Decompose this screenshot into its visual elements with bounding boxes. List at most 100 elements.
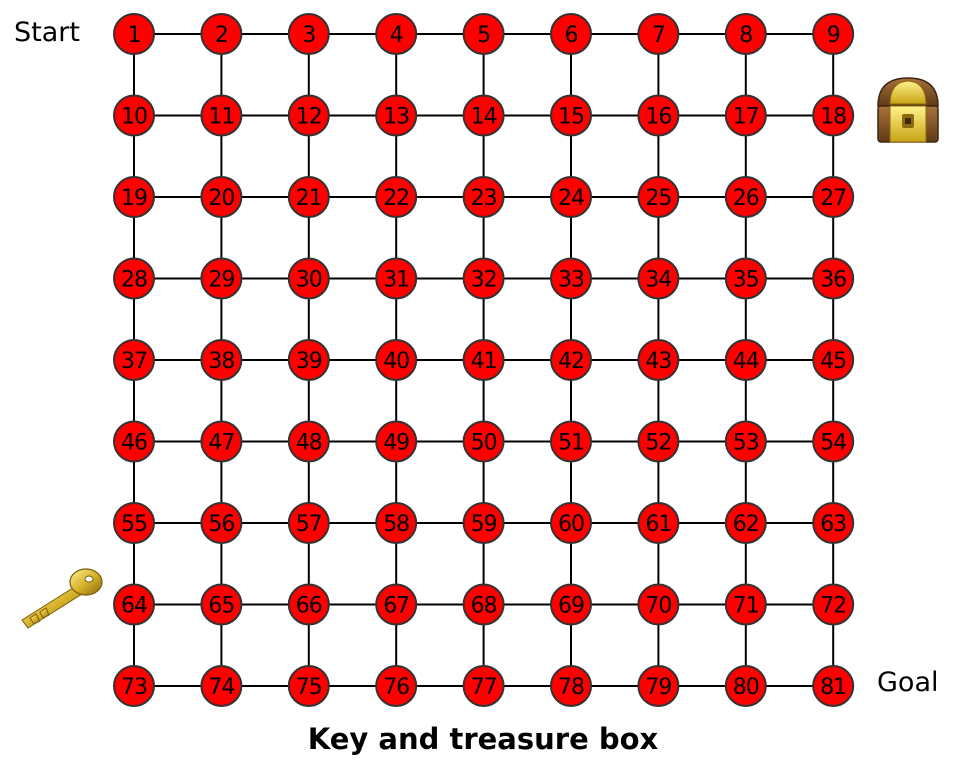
node-52[interactable]: 52 bbox=[637, 420, 680, 463]
node-12[interactable]: 12 bbox=[287, 94, 330, 137]
node-17[interactable]: 17 bbox=[724, 94, 767, 137]
node-47[interactable]: 47 bbox=[200, 420, 243, 463]
node-78[interactable]: 78 bbox=[550, 665, 592, 707]
node-13[interactable]: 13 bbox=[375, 94, 418, 137]
node-41[interactable]: 41 bbox=[462, 339, 505, 381]
node-56[interactable]: 56 bbox=[200, 502, 243, 544]
node-61[interactable]: 61 bbox=[637, 502, 680, 544]
node-34[interactable]: 34 bbox=[637, 257, 680, 300]
node-32[interactable]: 32 bbox=[462, 257, 505, 300]
node-number: 10 bbox=[121, 105, 147, 130]
node-44[interactable]: 44 bbox=[724, 339, 767, 381]
node-2[interactable]: 2 bbox=[200, 13, 243, 55]
node-number: 73 bbox=[121, 675, 147, 700]
node-40[interactable]: 40 bbox=[375, 339, 418, 381]
node-36[interactable]: 36 bbox=[812, 257, 855, 300]
node-26[interactable]: 26 bbox=[724, 176, 767, 218]
node-number: 75 bbox=[296, 675, 322, 700]
node-74[interactable]: 74 bbox=[200, 665, 243, 707]
node-42[interactable]: 42 bbox=[550, 339, 592, 381]
node-14[interactable]: 14 bbox=[462, 94, 505, 137]
node-number: 70 bbox=[645, 594, 671, 619]
caption: Key and treasure box bbox=[307, 722, 659, 756]
node-circle bbox=[375, 94, 418, 137]
node-77[interactable]: 77 bbox=[462, 665, 505, 707]
node-65[interactable]: 65 bbox=[200, 583, 243, 626]
node-23[interactable]: 23 bbox=[462, 176, 505, 218]
node-10[interactable]: 10 bbox=[113, 94, 155, 137]
node-circle bbox=[724, 502, 767, 544]
node-75[interactable]: 75 bbox=[287, 665, 330, 707]
node-number: 4 bbox=[390, 23, 403, 48]
node-circle bbox=[812, 583, 855, 626]
node-30[interactable]: 30 bbox=[287, 257, 330, 300]
node-29[interactable]: 29 bbox=[200, 257, 243, 300]
node-66[interactable]: 66 bbox=[287, 583, 330, 626]
node-27[interactable]: 27 bbox=[812, 176, 855, 218]
key-icon bbox=[16, 558, 106, 638]
node-68[interactable]: 68 bbox=[462, 583, 505, 626]
node-60[interactable]: 60 bbox=[550, 502, 592, 544]
node-19[interactable]: 19 bbox=[113, 176, 155, 218]
node-58[interactable]: 58 bbox=[375, 502, 418, 544]
node-number: 81 bbox=[820, 675, 846, 700]
node-37[interactable]: 37 bbox=[113, 339, 155, 381]
node-6[interactable]: 6 bbox=[550, 13, 592, 55]
node-64[interactable]: 64 bbox=[113, 583, 155, 626]
node-24[interactable]: 24 bbox=[550, 176, 592, 218]
node-71[interactable]: 71 bbox=[724, 583, 767, 626]
node-73[interactable]: 73 bbox=[113, 665, 155, 707]
node-11[interactable]: 11 bbox=[200, 94, 243, 137]
node-28[interactable]: 28 bbox=[113, 257, 155, 300]
node-81[interactable]: 81 bbox=[812, 665, 855, 707]
node-3[interactable]: 3 bbox=[287, 13, 330, 55]
node-79[interactable]: 79 bbox=[637, 665, 680, 707]
node-circle bbox=[724, 583, 767, 626]
node-53[interactable]: 53 bbox=[724, 420, 767, 463]
node-43[interactable]: 43 bbox=[637, 339, 680, 381]
node-54[interactable]: 54 bbox=[812, 420, 855, 463]
node-62[interactable]: 62 bbox=[724, 502, 767, 544]
node-circle bbox=[637, 665, 680, 707]
node-22[interactable]: 22 bbox=[375, 176, 418, 218]
node-72[interactable]: 72 bbox=[812, 583, 855, 626]
node-circle bbox=[724, 94, 767, 137]
node-39[interactable]: 39 bbox=[287, 339, 330, 381]
node-38[interactable]: 38 bbox=[200, 339, 243, 381]
node-25[interactable]: 25 bbox=[637, 176, 680, 218]
node-46[interactable]: 46 bbox=[113, 420, 155, 463]
node-80[interactable]: 80 bbox=[724, 665, 767, 707]
node-number: 1 bbox=[128, 23, 141, 48]
node-70[interactable]: 70 bbox=[637, 583, 680, 626]
node-67[interactable]: 67 bbox=[375, 583, 418, 626]
node-76[interactable]: 76 bbox=[375, 665, 418, 707]
node-circle bbox=[637, 502, 680, 544]
node-9[interactable]: 9 bbox=[812, 13, 855, 55]
node-63[interactable]: 63 bbox=[812, 502, 855, 544]
node-21[interactable]: 21 bbox=[287, 176, 330, 218]
node-49[interactable]: 49 bbox=[375, 420, 418, 463]
node-5[interactable]: 5 bbox=[462, 13, 505, 55]
node-48[interactable]: 48 bbox=[287, 420, 330, 463]
node-1[interactable]: 1 bbox=[113, 13, 155, 55]
node-circle bbox=[812, 176, 855, 218]
node-45[interactable]: 45 bbox=[812, 339, 855, 381]
node-16[interactable]: 16 bbox=[637, 94, 680, 137]
node-8[interactable]: 8 bbox=[724, 13, 767, 55]
node-4[interactable]: 4 bbox=[375, 13, 418, 55]
node-7[interactable]: 7 bbox=[637, 13, 680, 55]
node-50[interactable]: 50 bbox=[462, 420, 505, 463]
node-33[interactable]: 33 bbox=[550, 257, 592, 300]
node-15[interactable]: 15 bbox=[550, 94, 592, 137]
node-51[interactable]: 51 bbox=[550, 420, 592, 463]
node-59[interactable]: 59 bbox=[462, 502, 505, 544]
node-circle bbox=[375, 583, 418, 626]
node-35[interactable]: 35 bbox=[724, 257, 767, 300]
node-57[interactable]: 57 bbox=[287, 502, 330, 544]
node-20[interactable]: 20 bbox=[200, 176, 243, 218]
node-18[interactable]: 18 bbox=[812, 94, 855, 137]
node-circle bbox=[113, 13, 155, 55]
node-31[interactable]: 31 bbox=[375, 257, 418, 300]
node-69[interactable]: 69 bbox=[550, 583, 592, 626]
node-55[interactable]: 55 bbox=[113, 502, 155, 544]
